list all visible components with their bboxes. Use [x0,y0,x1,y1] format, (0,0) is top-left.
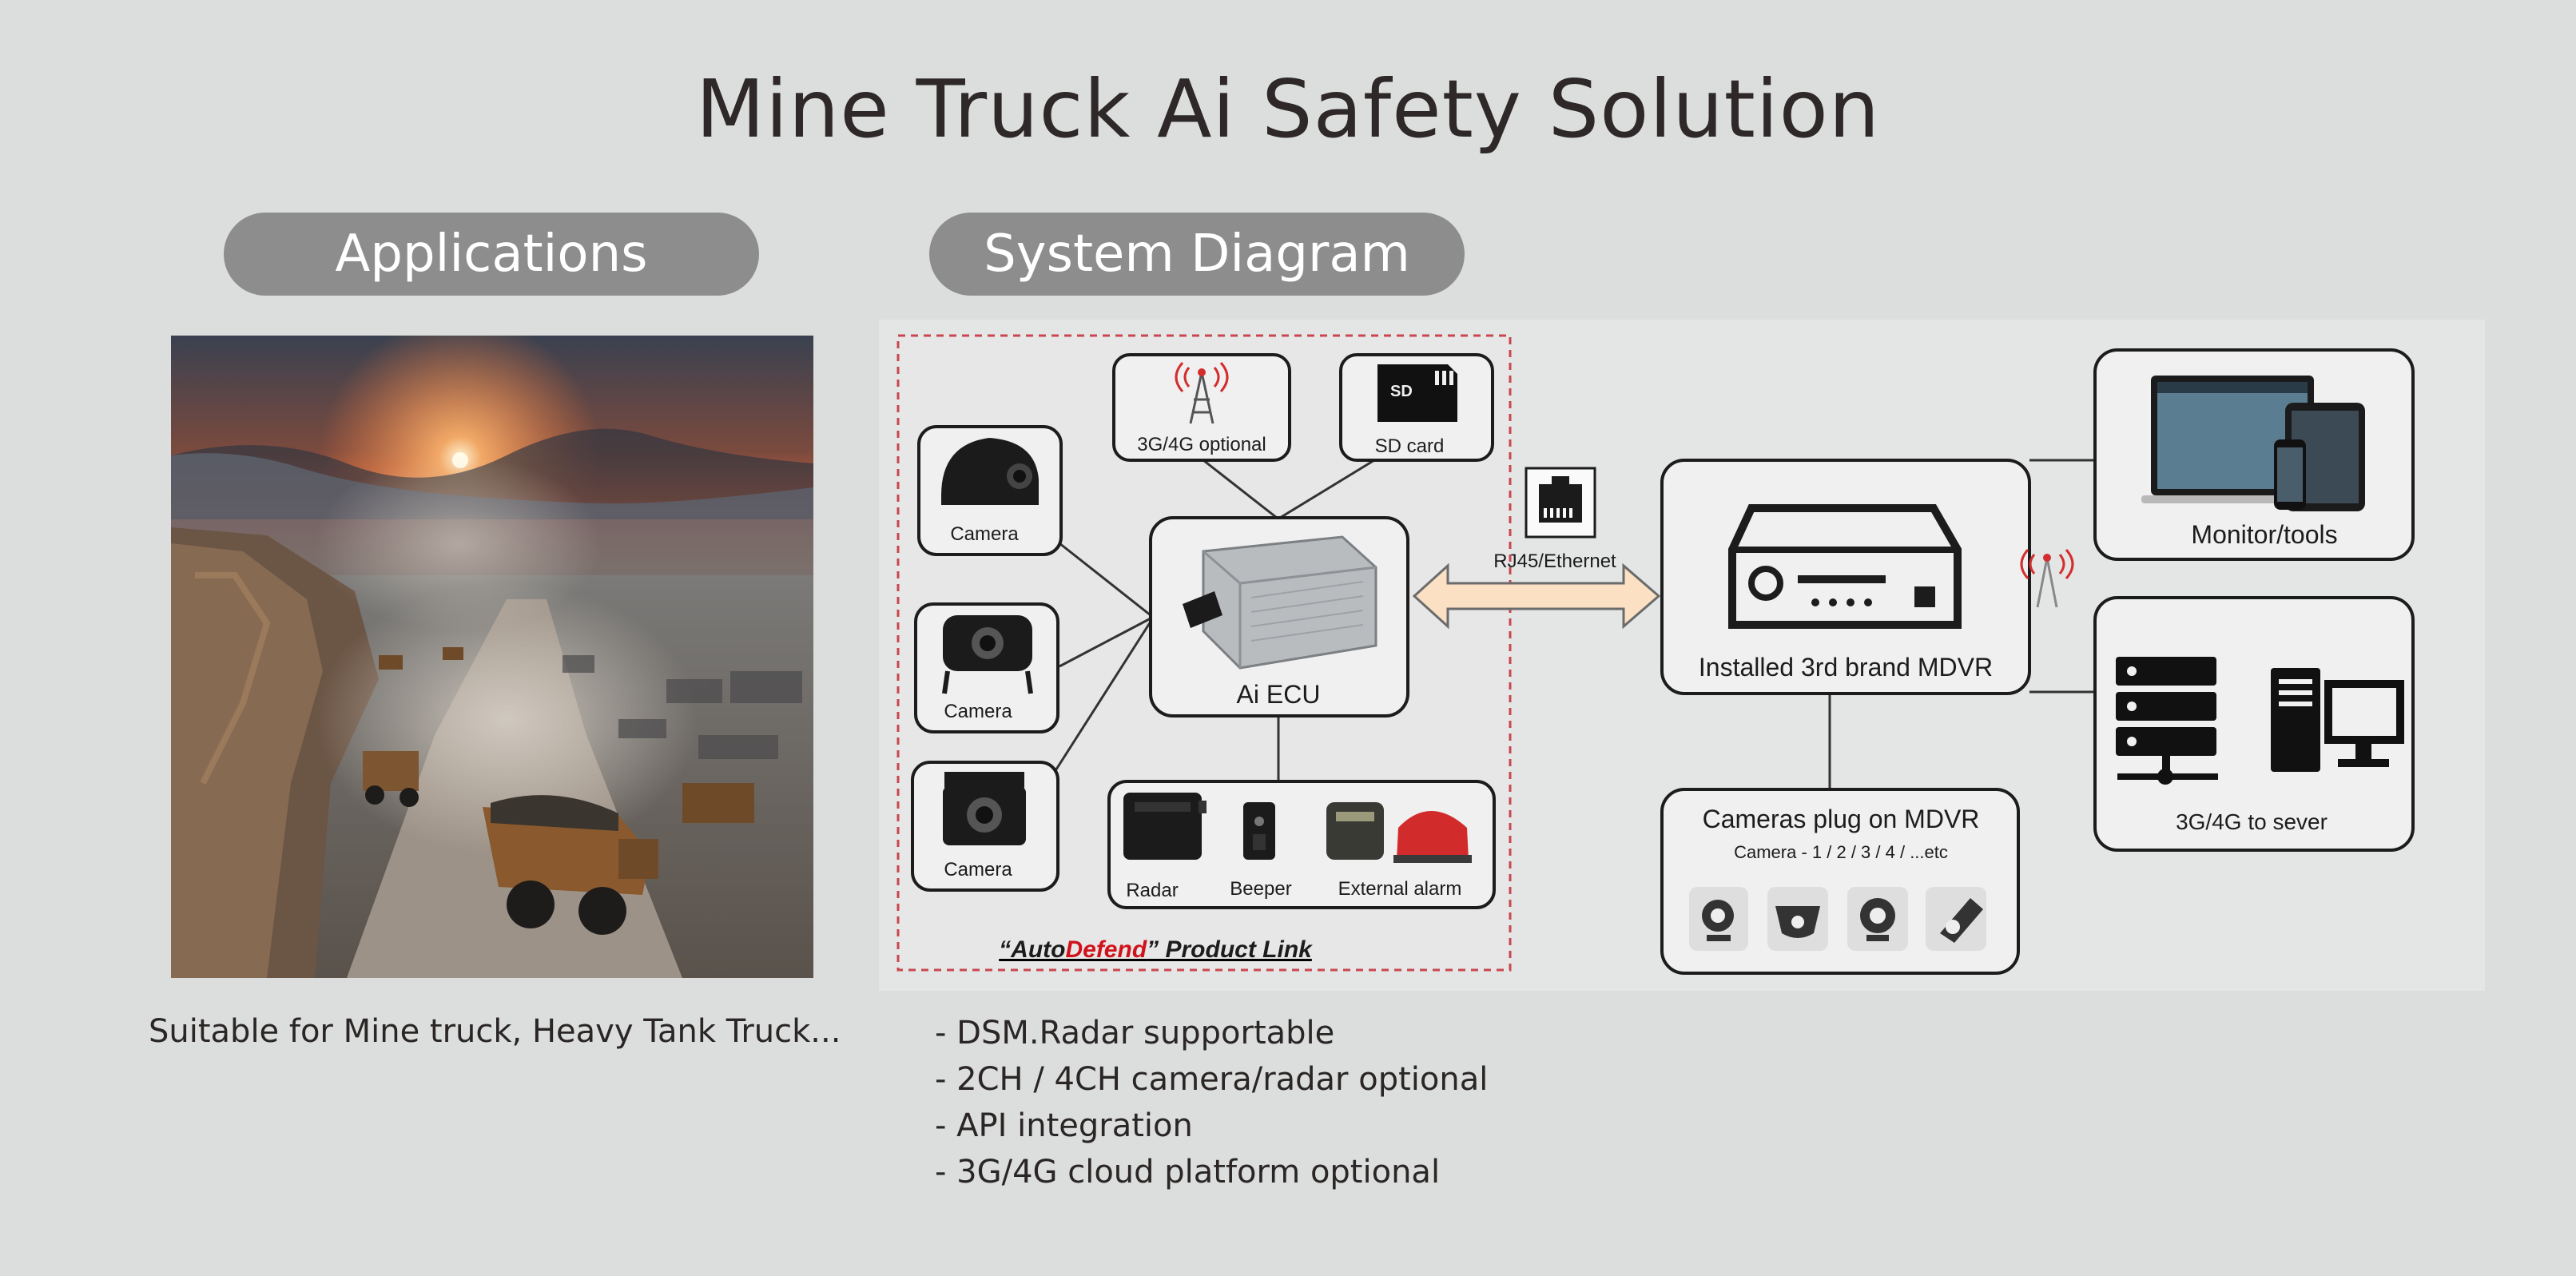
sd-card-box: SD SD card [1339,353,1494,462]
applications-header: Applications [224,213,759,296]
sensor-label: External alarm [1338,878,1462,900]
bidirectional-arrow [1412,562,1661,630]
ethernet-port-icon [1525,467,1596,539]
feature-item: - DSM.Radar supportable [935,1015,1335,1051]
camera-icon [1926,887,1986,951]
server-label: 3G/4G to sever [2176,809,2328,834]
desktop-icon [2271,668,2404,772]
mdvr-cameras-subtitle: Camera - 1 / 2 / 3 / 4 / ...etc [1734,842,1948,862]
page-title: Mine Truck Ai Safety Solution [695,62,1881,156]
feature-item: - API integration [935,1107,1193,1144]
interface-label: RJ45/Ethernet [1493,551,1616,572]
ecu-box: Ai ECU [1149,516,1409,718]
sd-card-mark: SD [1390,383,1413,400]
product-link-brand: Defend [1065,936,1147,963]
product-link-suffix: ” Product Link [1147,936,1313,963]
cell-tower-icon [1175,362,1229,392]
monitor-label: Monitor/tools [2191,520,2337,549]
sensor-label: Radar [1126,880,1178,901]
camera-label: Camera [944,701,1012,722]
applications-caption: Suitable for Mine truck, Heavy Tank Truc… [149,1013,841,1050]
sd-card-icon: SD [1377,364,1457,422]
product-link-label: “AutoDefend” Product Link [999,936,1313,963]
mdvr-cameras-title: Cameras plug on MDVR [1703,805,1980,833]
ecu-label: Ai ECU [1237,680,1321,709]
mdvr-cameras-box: Cameras plug on MDVR Camera - 1 / 2 / 3 … [1660,788,2020,975]
phone-icon [2274,439,2306,510]
mdvr-label: Installed 3rd brand MDVR [1699,653,1993,682]
system-diagram: 3G/4G optional SD SD card Camera Camera [879,320,2485,991]
camera-icon [942,615,1033,694]
camera-label: Camera [944,859,1012,880]
camera-box-2: Camera [914,602,1059,733]
system-diagram-header: System Diagram [929,213,1465,296]
camera-icon [1689,887,1748,951]
feature-item: - 3G/4G cloud platform optional [935,1154,1441,1191]
ecu-device-icon [1183,535,1377,670]
sensor-label: Beeper [1230,878,1291,900]
camera-box-1: Camera [917,425,1063,556]
server-icon [2116,657,2218,785]
camera-icon [943,772,1026,845]
alarm-icon [1326,802,1472,863]
mine-truck-photo [171,336,813,978]
haul-truck [483,795,658,935]
comm-module-box: 3G/4G optional [1112,353,1291,462]
camera-icon [1767,887,1828,951]
radar-icon [1123,793,1207,860]
product-link-prefix: “Auto [999,936,1065,963]
camera-label: Camera [950,523,1019,545]
sensors-box: Radar Beeper External alarm [1107,780,1496,909]
monitor-box: Monitor/tools [2093,348,2415,561]
feature-list: - DSM.Radar supportable - 2CH / 4CH came… [935,1010,1488,1195]
comm-module-label: 3G/4G optional [1137,434,1266,455]
sd-card-label: SD card [1375,435,1445,457]
beeper-icon [1243,802,1275,860]
camera-icon [1847,887,1908,951]
server-box: 3G/4G to sever [2093,596,2415,852]
feature-item: - 2CH / 4CH camera/radar optional [935,1061,1489,1098]
dvr-icon [1728,504,1962,629]
camera-icon [941,438,1039,505]
cell-tower-icon [2020,549,2074,608]
camera-box-3: Camera [911,761,1059,892]
mdvr-box: Installed 3rd brand MDVR [1660,459,2031,695]
